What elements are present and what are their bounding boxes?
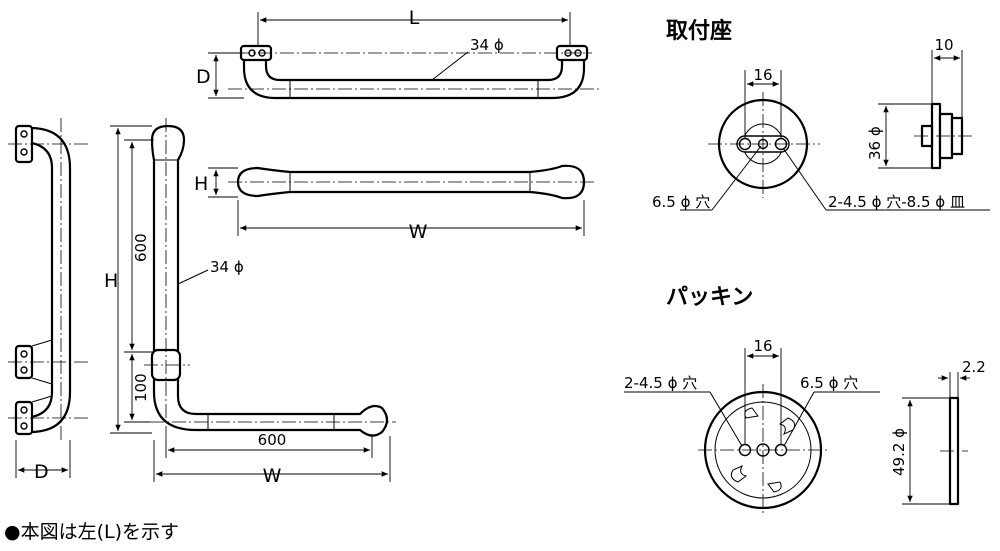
packing-hole-45: 2-4.5 ϕ 穴 — [624, 374, 697, 392]
dim-600-vertical: 600 — [132, 233, 150, 262]
top-view-straight-bar: L D 34 ϕ — [196, 7, 600, 100]
dim-H-label-left: H — [104, 270, 118, 292]
mount-hole-65: 6.5 ϕ 穴 — [652, 193, 710, 211]
packing-dim-16: 16 — [753, 337, 772, 355]
packing-hole-65: 6.5 ϕ 穴 — [800, 374, 858, 392]
packing-dim-492: 49.2 ϕ — [890, 428, 908, 476]
l-shaped-bar: H 600 100 34 ϕ 600 W — [104, 118, 396, 487]
packing: パッキン 16 2-4.5 ϕ 穴 6.5 ϕ 穴 2.2 49.2 ϕ — [624, 285, 986, 516]
mount-seat-title: 取付座 — [666, 18, 732, 44]
dim-L-label: L — [409, 7, 420, 29]
dim-D-label-top: D — [196, 66, 211, 88]
figure-note: ●本図は左(L)を示す — [4, 521, 179, 543]
side-view-bar: D — [8, 118, 90, 483]
packing-title: パッキン — [666, 285, 753, 310]
mount-dim-10: 10 — [934, 36, 953, 54]
packing-dim-22: 2.2 — [962, 358, 986, 376]
straight-bar-front: H W — [194, 164, 596, 243]
dim-W-label-l: W — [263, 465, 282, 487]
pipe-dia-label-top: 34 ϕ — [470, 36, 504, 54]
dim-600-horizontal: 600 — [258, 431, 287, 449]
mounting-seat: 取付座 16 6.5 ϕ 穴 2-4.5 ϕ 穴-8.5 ϕ 皿 10 36 ϕ — [652, 18, 990, 211]
mount-dim-16: 16 — [753, 66, 772, 84]
dim-D-label-side: D — [34, 461, 49, 483]
dim-W-label-mid: W — [409, 221, 428, 243]
dim-H-label-mid: H — [194, 173, 208, 195]
dim-100: 100 — [132, 373, 150, 402]
pipe-dia-label-l: 34 ϕ — [210, 258, 244, 276]
mount-hole-45-85: 2-4.5 ϕ 穴-8.5 ϕ 皿 — [828, 193, 965, 211]
mount-dim-36: 36 ϕ — [866, 126, 884, 160]
